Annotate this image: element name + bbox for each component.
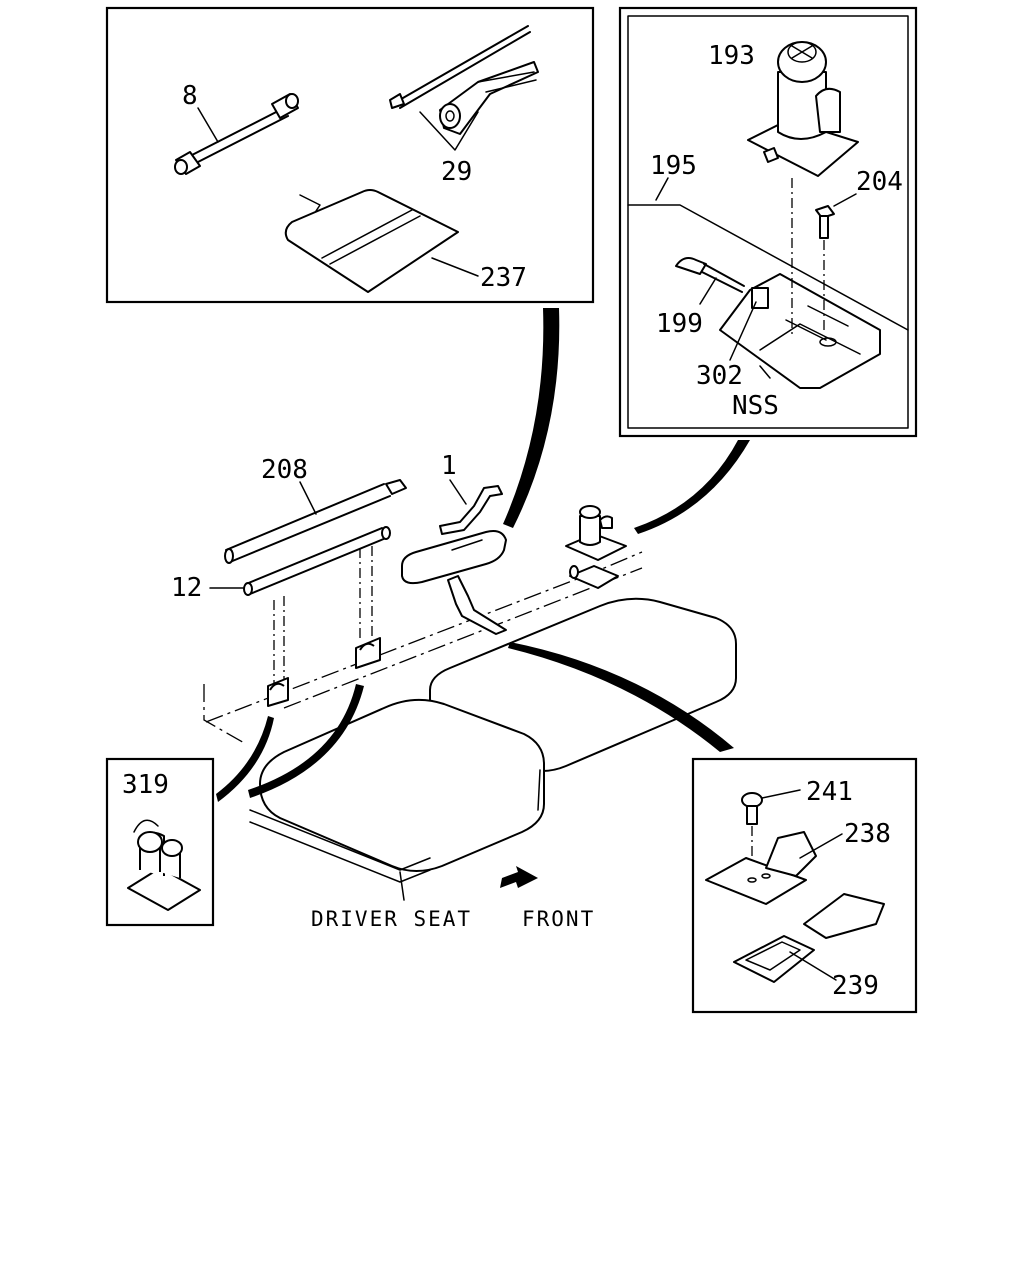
front-arrow-icon bbox=[500, 866, 538, 888]
tool-kit-detail-box bbox=[105, 6, 595, 304]
label-8: 8 bbox=[182, 81, 198, 111]
label-208: 208 bbox=[261, 455, 308, 485]
clip-holder-left bbox=[267, 677, 289, 707]
label-319: 319 bbox=[122, 770, 169, 800]
jack-tray-part bbox=[719, 273, 881, 389]
label-204: 204 bbox=[856, 167, 903, 197]
label-193: 193 bbox=[708, 41, 755, 71]
caption-front: FRONT bbox=[522, 907, 595, 931]
label-195: 195 bbox=[650, 151, 697, 181]
clip-holder-part bbox=[127, 819, 201, 911]
label-238: 238 bbox=[844, 819, 891, 849]
strap-bracket bbox=[447, 575, 507, 635]
label-302: 302 bbox=[696, 361, 743, 391]
wing-bolt-part bbox=[675, 257, 745, 293]
label-239: 239 bbox=[832, 971, 879, 1001]
retainer-part bbox=[733, 893, 885, 983]
tool-bag-part bbox=[284, 189, 459, 293]
rod-12-part bbox=[243, 526, 391, 596]
screw-part bbox=[741, 792, 763, 825]
rod-208-part bbox=[224, 479, 407, 564]
caption-driver-seat: DRIVER SEAT bbox=[311, 907, 472, 931]
mounted-jack bbox=[565, 505, 627, 561]
label-237: 237 bbox=[480, 263, 527, 293]
hold-down-detail-box bbox=[691, 757, 918, 1014]
clip-holder-right bbox=[355, 637, 381, 669]
wheel-wrench-part bbox=[174, 93, 299, 175]
label-nss: NSS bbox=[732, 391, 779, 421]
bracket-part bbox=[705, 831, 817, 905]
label-1: 1 bbox=[441, 451, 457, 481]
mounted-jack-tray bbox=[569, 565, 619, 589]
mounted-tool-bag bbox=[401, 530, 507, 585]
main-assembly bbox=[203, 479, 737, 901]
callout-arcs bbox=[216, 308, 750, 802]
jack-detail-box bbox=[618, 6, 918, 438]
label-12: 12 bbox=[171, 573, 202, 603]
handle-part bbox=[439, 485, 503, 535]
clip-detail-box bbox=[105, 757, 215, 927]
bottle-jack-part bbox=[747, 41, 859, 177]
label-29: 29 bbox=[441, 157, 472, 187]
jack-handle-part bbox=[389, 25, 539, 135]
label-241: 241 bbox=[806, 777, 853, 807]
label-199: 199 bbox=[656, 309, 703, 339]
bolt-part bbox=[815, 205, 835, 239]
